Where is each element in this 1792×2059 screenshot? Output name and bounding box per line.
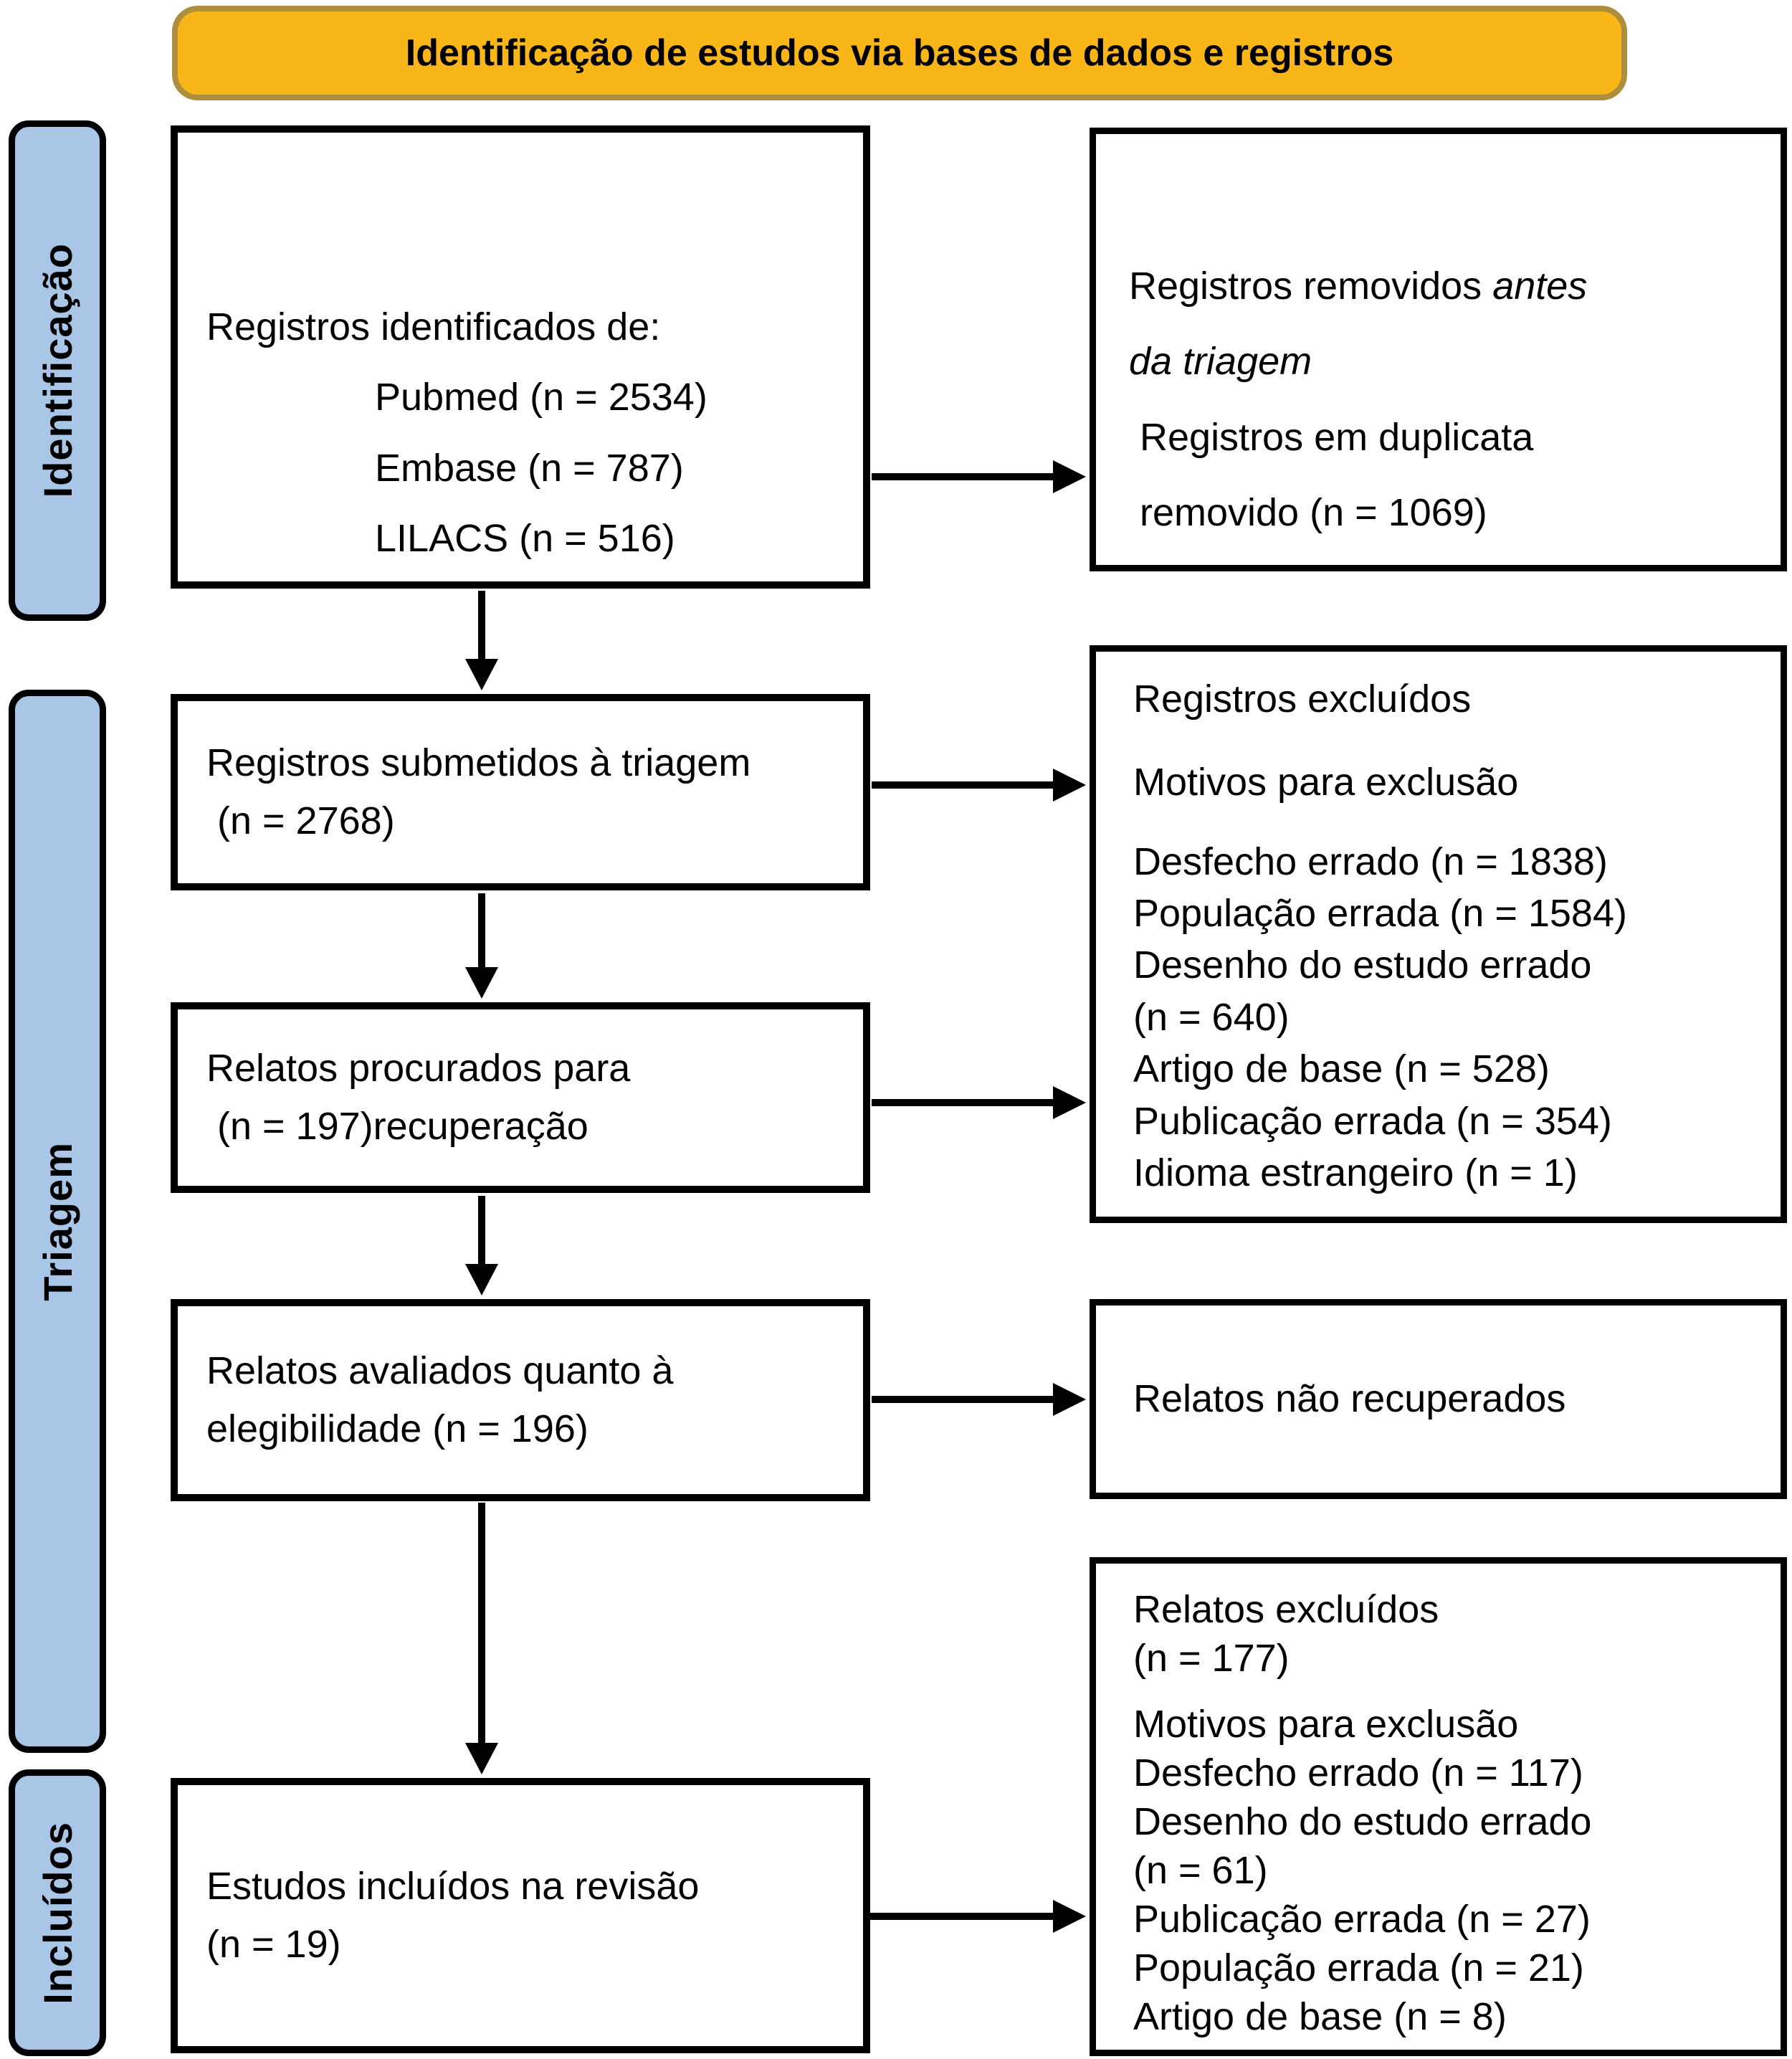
box-subtitle: Motivos para exclusão bbox=[1133, 1703, 1519, 1746]
stage-label-included-text: Incluídos bbox=[34, 1821, 80, 2005]
box-line: da triagem bbox=[1129, 324, 1775, 399]
box-line: Relatos avaliados quanto à bbox=[206, 1349, 674, 1392]
arrow-included-to-reports-excluded bbox=[867, 1900, 1086, 1933]
box-studies-included: Estudos incluídos na revisão (n = 19) bbox=[171, 1778, 870, 2053]
arrow-screened-to-sought bbox=[465, 893, 498, 999]
box-line: Estudos incluídos na revisão bbox=[206, 1865, 700, 1908]
title-normal-segment: Registros removidos bbox=[1129, 265, 1493, 308]
reason-line: Idioma estrangeiro (n = 1) bbox=[1133, 1151, 1578, 1194]
box-reports-sought: Relatos procurados para (n = 197)recuper… bbox=[171, 1002, 870, 1193]
reason-line: Desenho do estudo errado bbox=[1133, 943, 1592, 987]
title-italic-segment: da triagem bbox=[1129, 340, 1312, 384]
stage-label-included: Incluídos bbox=[9, 1769, 106, 2056]
box-title: (n = 177) bbox=[1133, 1637, 1290, 1680]
header-banner: Identificação de estudos via bases de da… bbox=[172, 6, 1627, 100]
box-line: Registros identificados de: bbox=[206, 305, 661, 348]
box-reports-assessed: Relatos avaliados quanto à elegibilidade… bbox=[171, 1299, 870, 1501]
box-records-removed-before-screening: Registros removidos antes da triagem Reg… bbox=[1090, 128, 1787, 571]
box-line: Registros em duplicata bbox=[1129, 415, 1534, 459]
box-records-excluded: Registros excluídos Motivos para exclusã… bbox=[1090, 645, 1787, 1223]
reason-line: Artigo de base (n = 528) bbox=[1133, 1047, 1550, 1091]
box-title: Relatos excluídos bbox=[1133, 1588, 1439, 1631]
box-records-identified: Registros identificados de: Pubmed (n = … bbox=[171, 125, 870, 589]
arrow-assessed-to-included bbox=[465, 1503, 498, 1774]
box-line-source: Pubmed (n = 2534) bbox=[375, 376, 707, 419]
box-line: Registros submetidos à triagem bbox=[206, 741, 751, 784]
reason-line: População errada (n = 21) bbox=[1133, 1946, 1584, 1990]
spacer bbox=[1133, 1683, 1775, 1700]
reason-line: População errada (n = 1584) bbox=[1133, 892, 1627, 936]
arrow-screened-to-records-excluded bbox=[872, 769, 1086, 802]
arrow-identified-to-removed bbox=[872, 460, 1086, 493]
box-line: Relatos procurados para bbox=[206, 1047, 631, 1090]
arrow-assessed-to-not-retrieved bbox=[872, 1383, 1086, 1416]
reason-line: Publicação errada (n = 354) bbox=[1133, 1099, 1612, 1143]
box-line: (n = 197)recuperação bbox=[206, 1105, 588, 1148]
title-italic-segment: antes bbox=[1492, 265, 1588, 308]
box-line-source: Embase (n = 787) bbox=[375, 446, 684, 490]
arrow-identified-to-screened bbox=[465, 591, 498, 690]
reason-line: Artigo de base (n = 8) bbox=[1133, 1995, 1507, 2039]
stage-label-identification-text: Identificação bbox=[34, 243, 80, 498]
stage-label-screening: Triagem bbox=[9, 690, 106, 1753]
reason-line: Desenho do estudo errado bbox=[1133, 1800, 1592, 1844]
stage-label-screening-text: Triagem bbox=[34, 1141, 80, 1301]
box-line: (n = 19) bbox=[206, 1923, 341, 1966]
reason-line: (n = 61) bbox=[1133, 1849, 1268, 1893]
box-reports-not-retrieved: Relatos não recuperados bbox=[1090, 1299, 1787, 1499]
box-line: removido (n = 1069) bbox=[1129, 490, 1487, 534]
box-records-screened: Registros submetidos à triagem (n = 2768… bbox=[171, 694, 870, 890]
arrow-sought-to-assessed bbox=[465, 1196, 498, 1295]
box-line-source: LILACS (n = 516) bbox=[375, 516, 675, 560]
reason-line: Desfecho errado (n = 117) bbox=[1133, 1751, 1583, 1795]
reason-line: Publicação errada (n = 27) bbox=[1133, 1898, 1591, 1941]
header-title: Identificação de estudos via bases de da… bbox=[405, 32, 1394, 74]
box-title: Registros excluídos bbox=[1133, 677, 1472, 721]
box-line: Registros removidos antes bbox=[1129, 249, 1775, 324]
arrow-sought-to-records-excluded bbox=[872, 1086, 1086, 1119]
box-line: (n = 2768) bbox=[206, 799, 395, 842]
reason-line: Desfecho errado (n = 1838) bbox=[1133, 840, 1608, 883]
stage-label-identification: Identificação bbox=[9, 120, 106, 621]
box-line: elegibilidade (n = 196) bbox=[206, 1407, 588, 1450]
box-subtitle: Motivos para exclusão bbox=[1133, 761, 1519, 804]
box-reports-excluded: Relatos excluídos (n = 177) Motivos para… bbox=[1090, 1557, 1787, 2056]
reason-line: (n = 640) bbox=[1133, 995, 1290, 1039]
box-title: Relatos não recuperados bbox=[1133, 1377, 1566, 1420]
